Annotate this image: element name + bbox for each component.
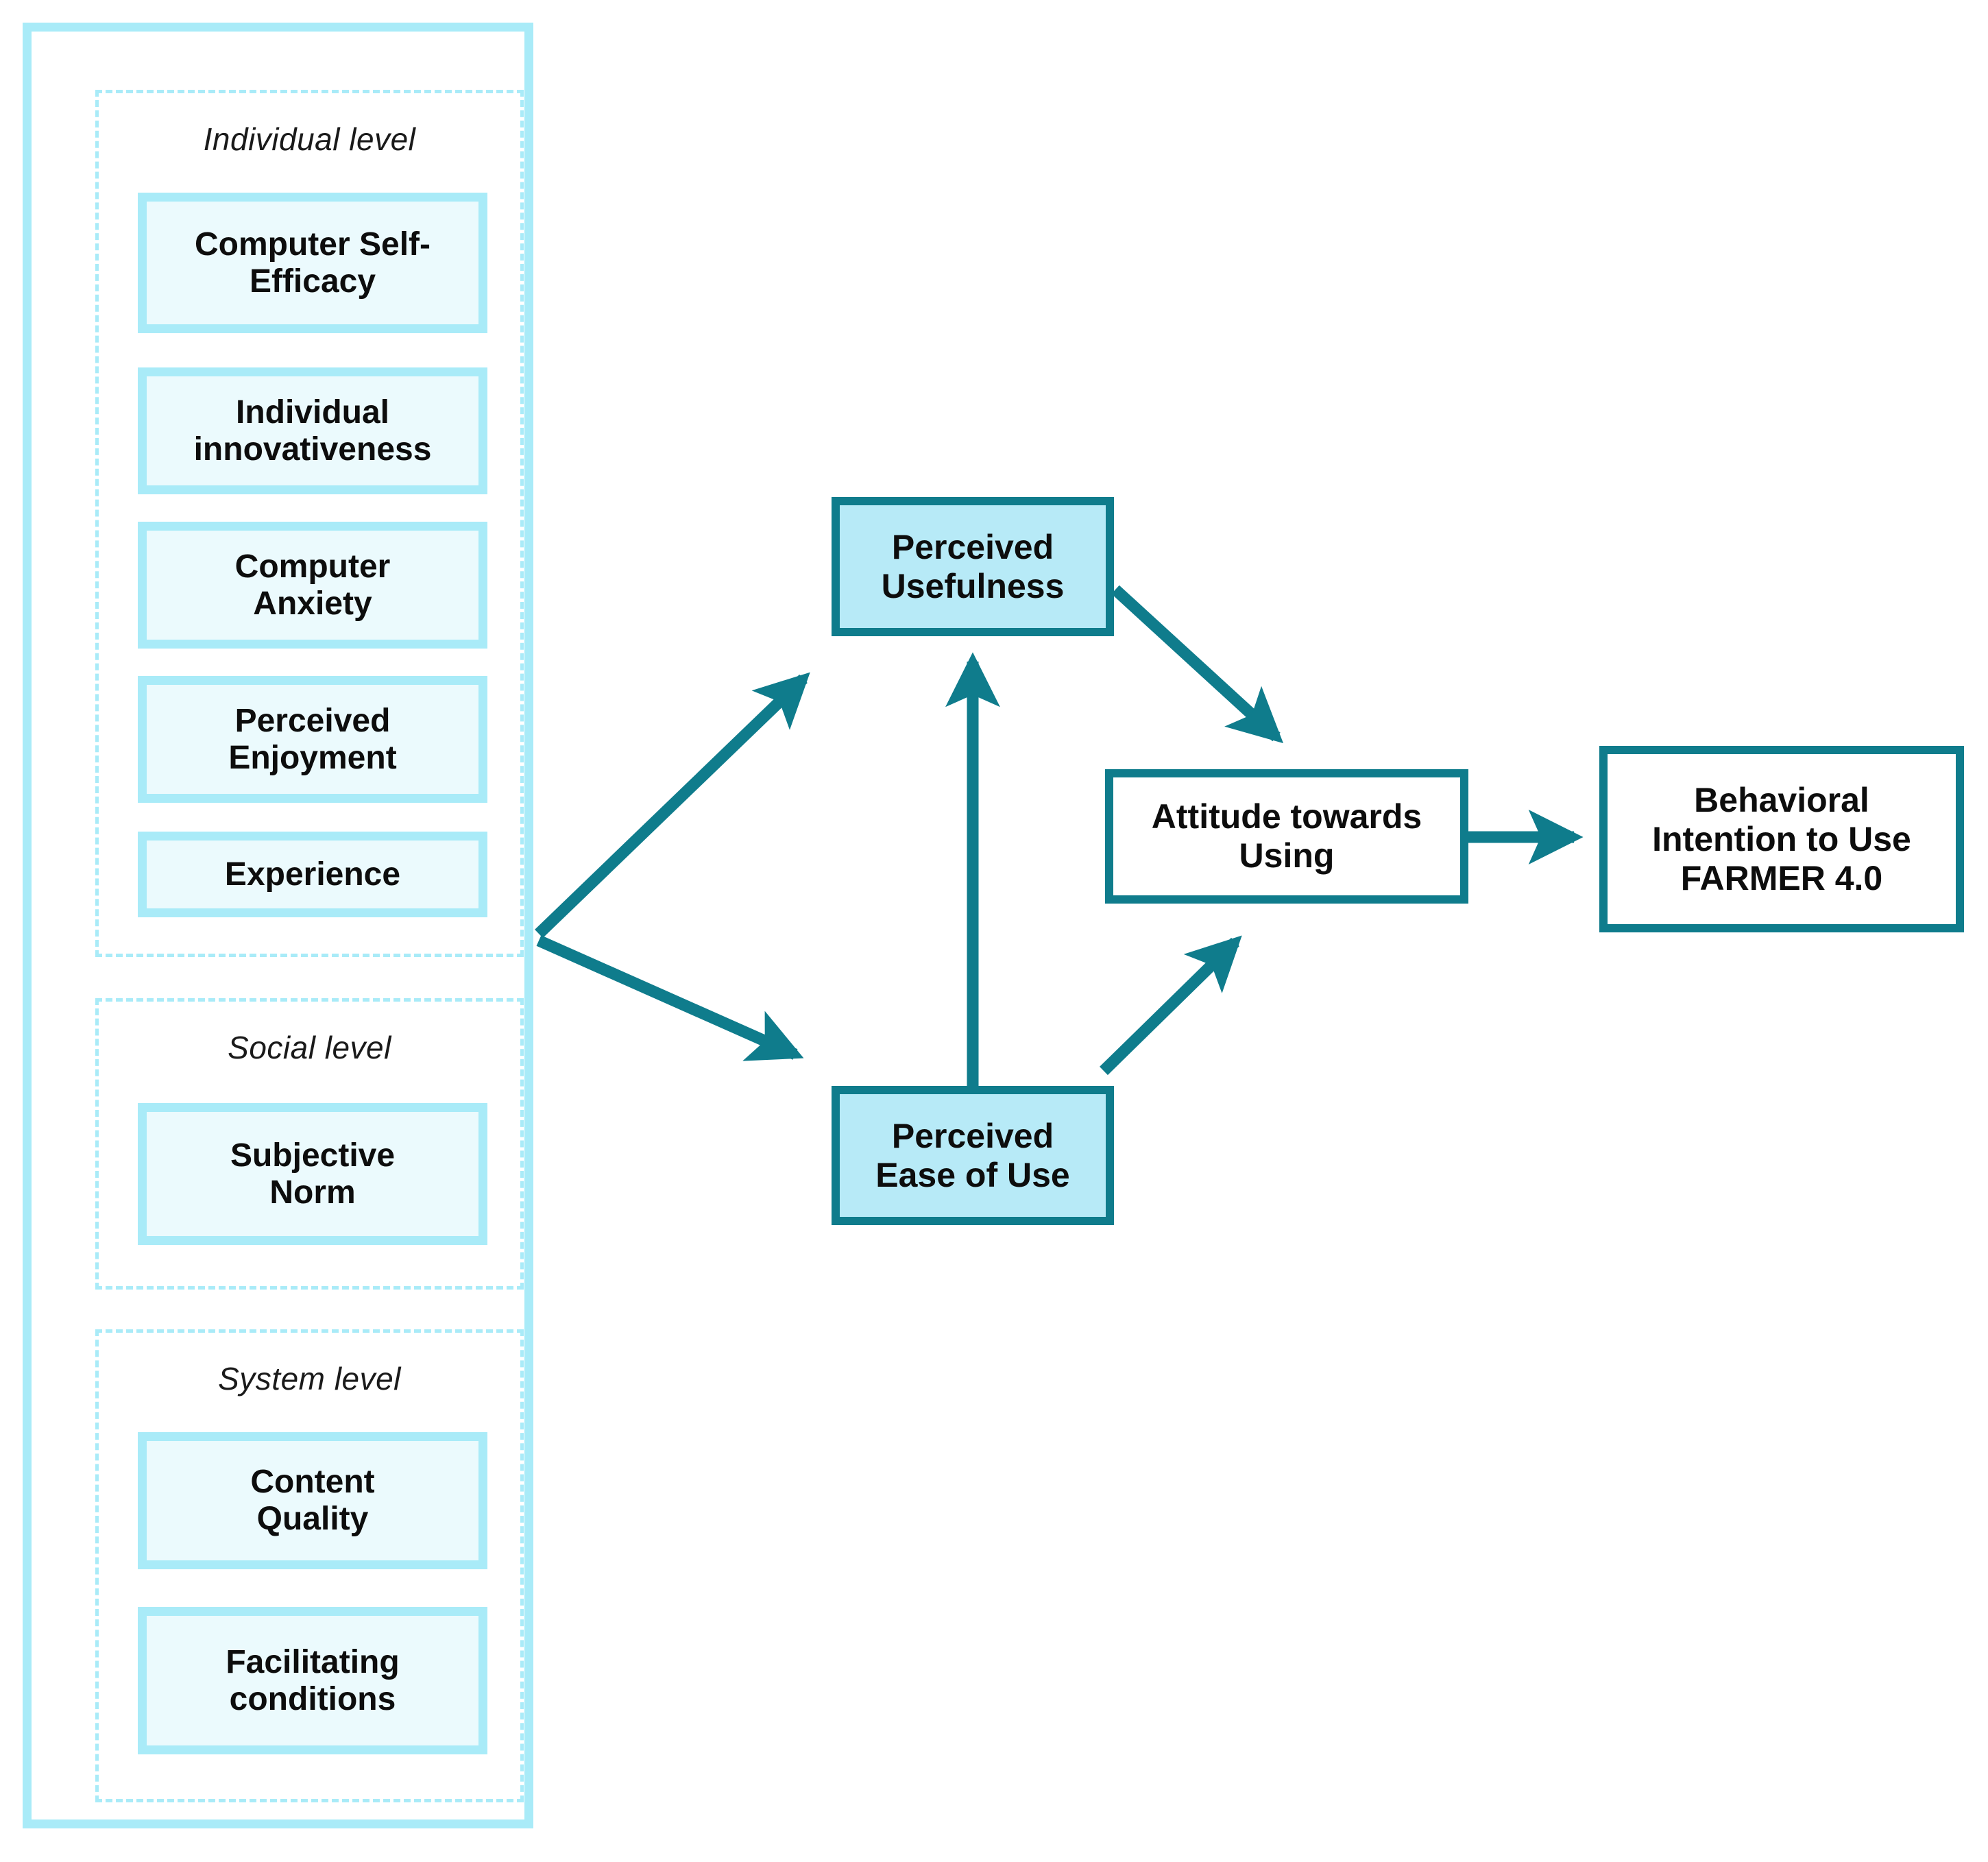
antecedent-label-computer-self-efficacy: Computer Self-Efficacy xyxy=(194,226,431,300)
level-title-system: System level xyxy=(218,1361,401,1396)
edge-ease-of-use-to-attitude xyxy=(1100,935,1242,1076)
level-title-social: Social level xyxy=(228,1030,391,1065)
antecedent-box-experience[interactable]: Experience xyxy=(138,832,487,917)
antecedent-label-experience: Experience xyxy=(224,856,401,893)
level-group-individual: Individual level Computer Self-Efficacy … xyxy=(95,90,524,957)
edge-antecedents-to-perceived-usefulness xyxy=(535,672,810,939)
antecedent-box-computer-self-efficacy[interactable]: Computer Self-Efficacy xyxy=(138,193,487,333)
edge-usefulness-to-attitude xyxy=(1111,585,1284,744)
level-title-individual: Individual level xyxy=(203,121,416,157)
antecedents-container: Individual level Computer Self-Efficacy … xyxy=(23,23,533,1828)
edge-antecedents-to-perceived-ease-of-use xyxy=(536,935,804,1061)
